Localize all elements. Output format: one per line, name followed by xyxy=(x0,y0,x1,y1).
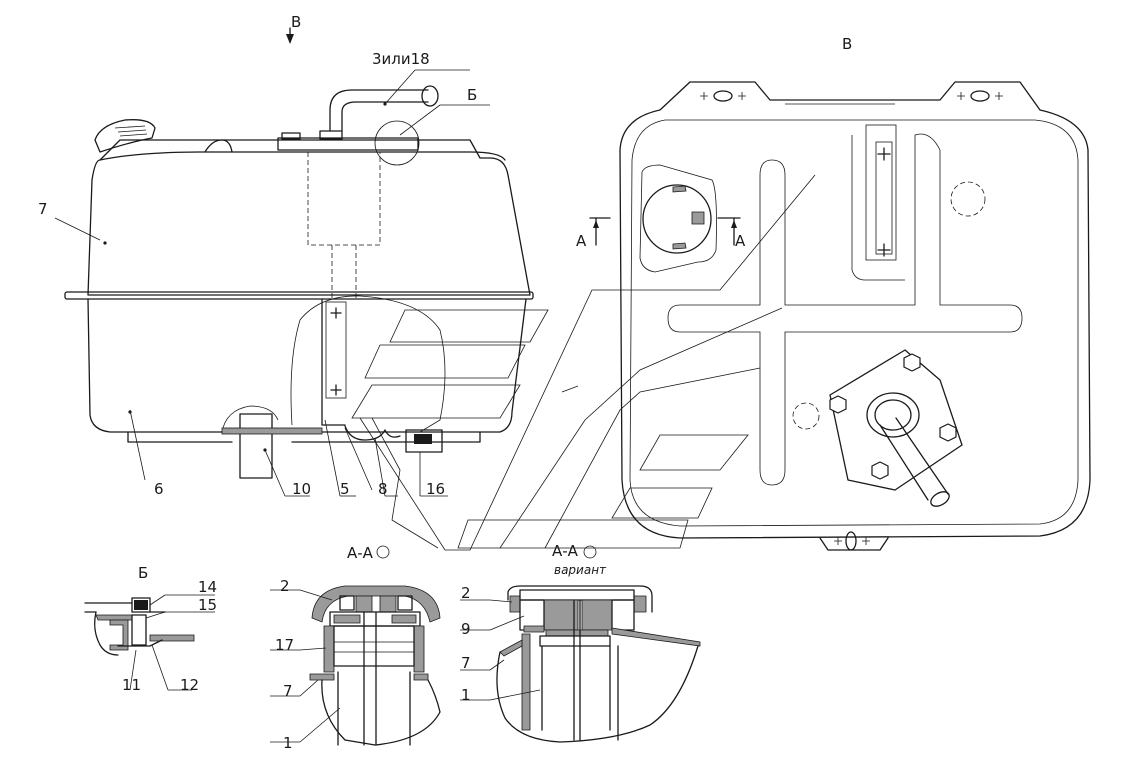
detail-b-callout: Б xyxy=(467,86,477,104)
callout-10: 10 xyxy=(292,480,311,498)
tank-side-view xyxy=(64,85,534,479)
detail-b xyxy=(84,594,215,691)
callout-s1-1: 1 xyxy=(283,734,293,752)
section-aa-2 xyxy=(460,545,701,743)
callout-s2-2: 2 xyxy=(461,584,471,602)
callout-5: 5 xyxy=(340,480,350,498)
variant-label: вариант xyxy=(554,563,607,577)
callout-15: 15 xyxy=(198,596,217,614)
section-a-left: А xyxy=(576,232,587,250)
callout-7-side: 7 xyxy=(38,200,48,218)
section-aa-2-title: А-А xyxy=(552,542,579,560)
view-b-arrow-label: В xyxy=(291,13,301,31)
callout-s2-1: 1 xyxy=(461,686,471,704)
callout-6: 6 xyxy=(154,480,164,498)
view-b-arrow xyxy=(286,27,294,44)
callout-s1-17: 17 xyxy=(275,636,294,654)
section-aa-1-title: А-А xyxy=(347,544,374,562)
callout-12: 12 xyxy=(180,676,199,694)
view-b-title: В xyxy=(842,35,852,53)
callout-11: 11 xyxy=(122,676,141,694)
callout-14: 14 xyxy=(198,578,217,596)
callout-s1-7: 7 xyxy=(283,682,293,700)
callout-16: 16 xyxy=(426,480,445,498)
callout-s2-7: 7 xyxy=(461,654,471,672)
callout-8: 8 xyxy=(378,480,388,498)
callout-s2-9: 9 xyxy=(461,620,471,638)
detail-b-title: Б xyxy=(138,564,148,582)
guide-shapes xyxy=(344,174,816,551)
section-aa-1 xyxy=(270,545,441,746)
section-a-right: А xyxy=(735,232,746,250)
tank-top-view xyxy=(589,81,1091,551)
callout-3or18: 3или18 xyxy=(372,50,430,68)
labels: В В 3или18 Б 7 6 10 5 8 16 А А Б 14 15 1… xyxy=(38,13,852,752)
side-view-leaders xyxy=(54,69,490,497)
callout-s1-2: 2 xyxy=(280,577,290,595)
